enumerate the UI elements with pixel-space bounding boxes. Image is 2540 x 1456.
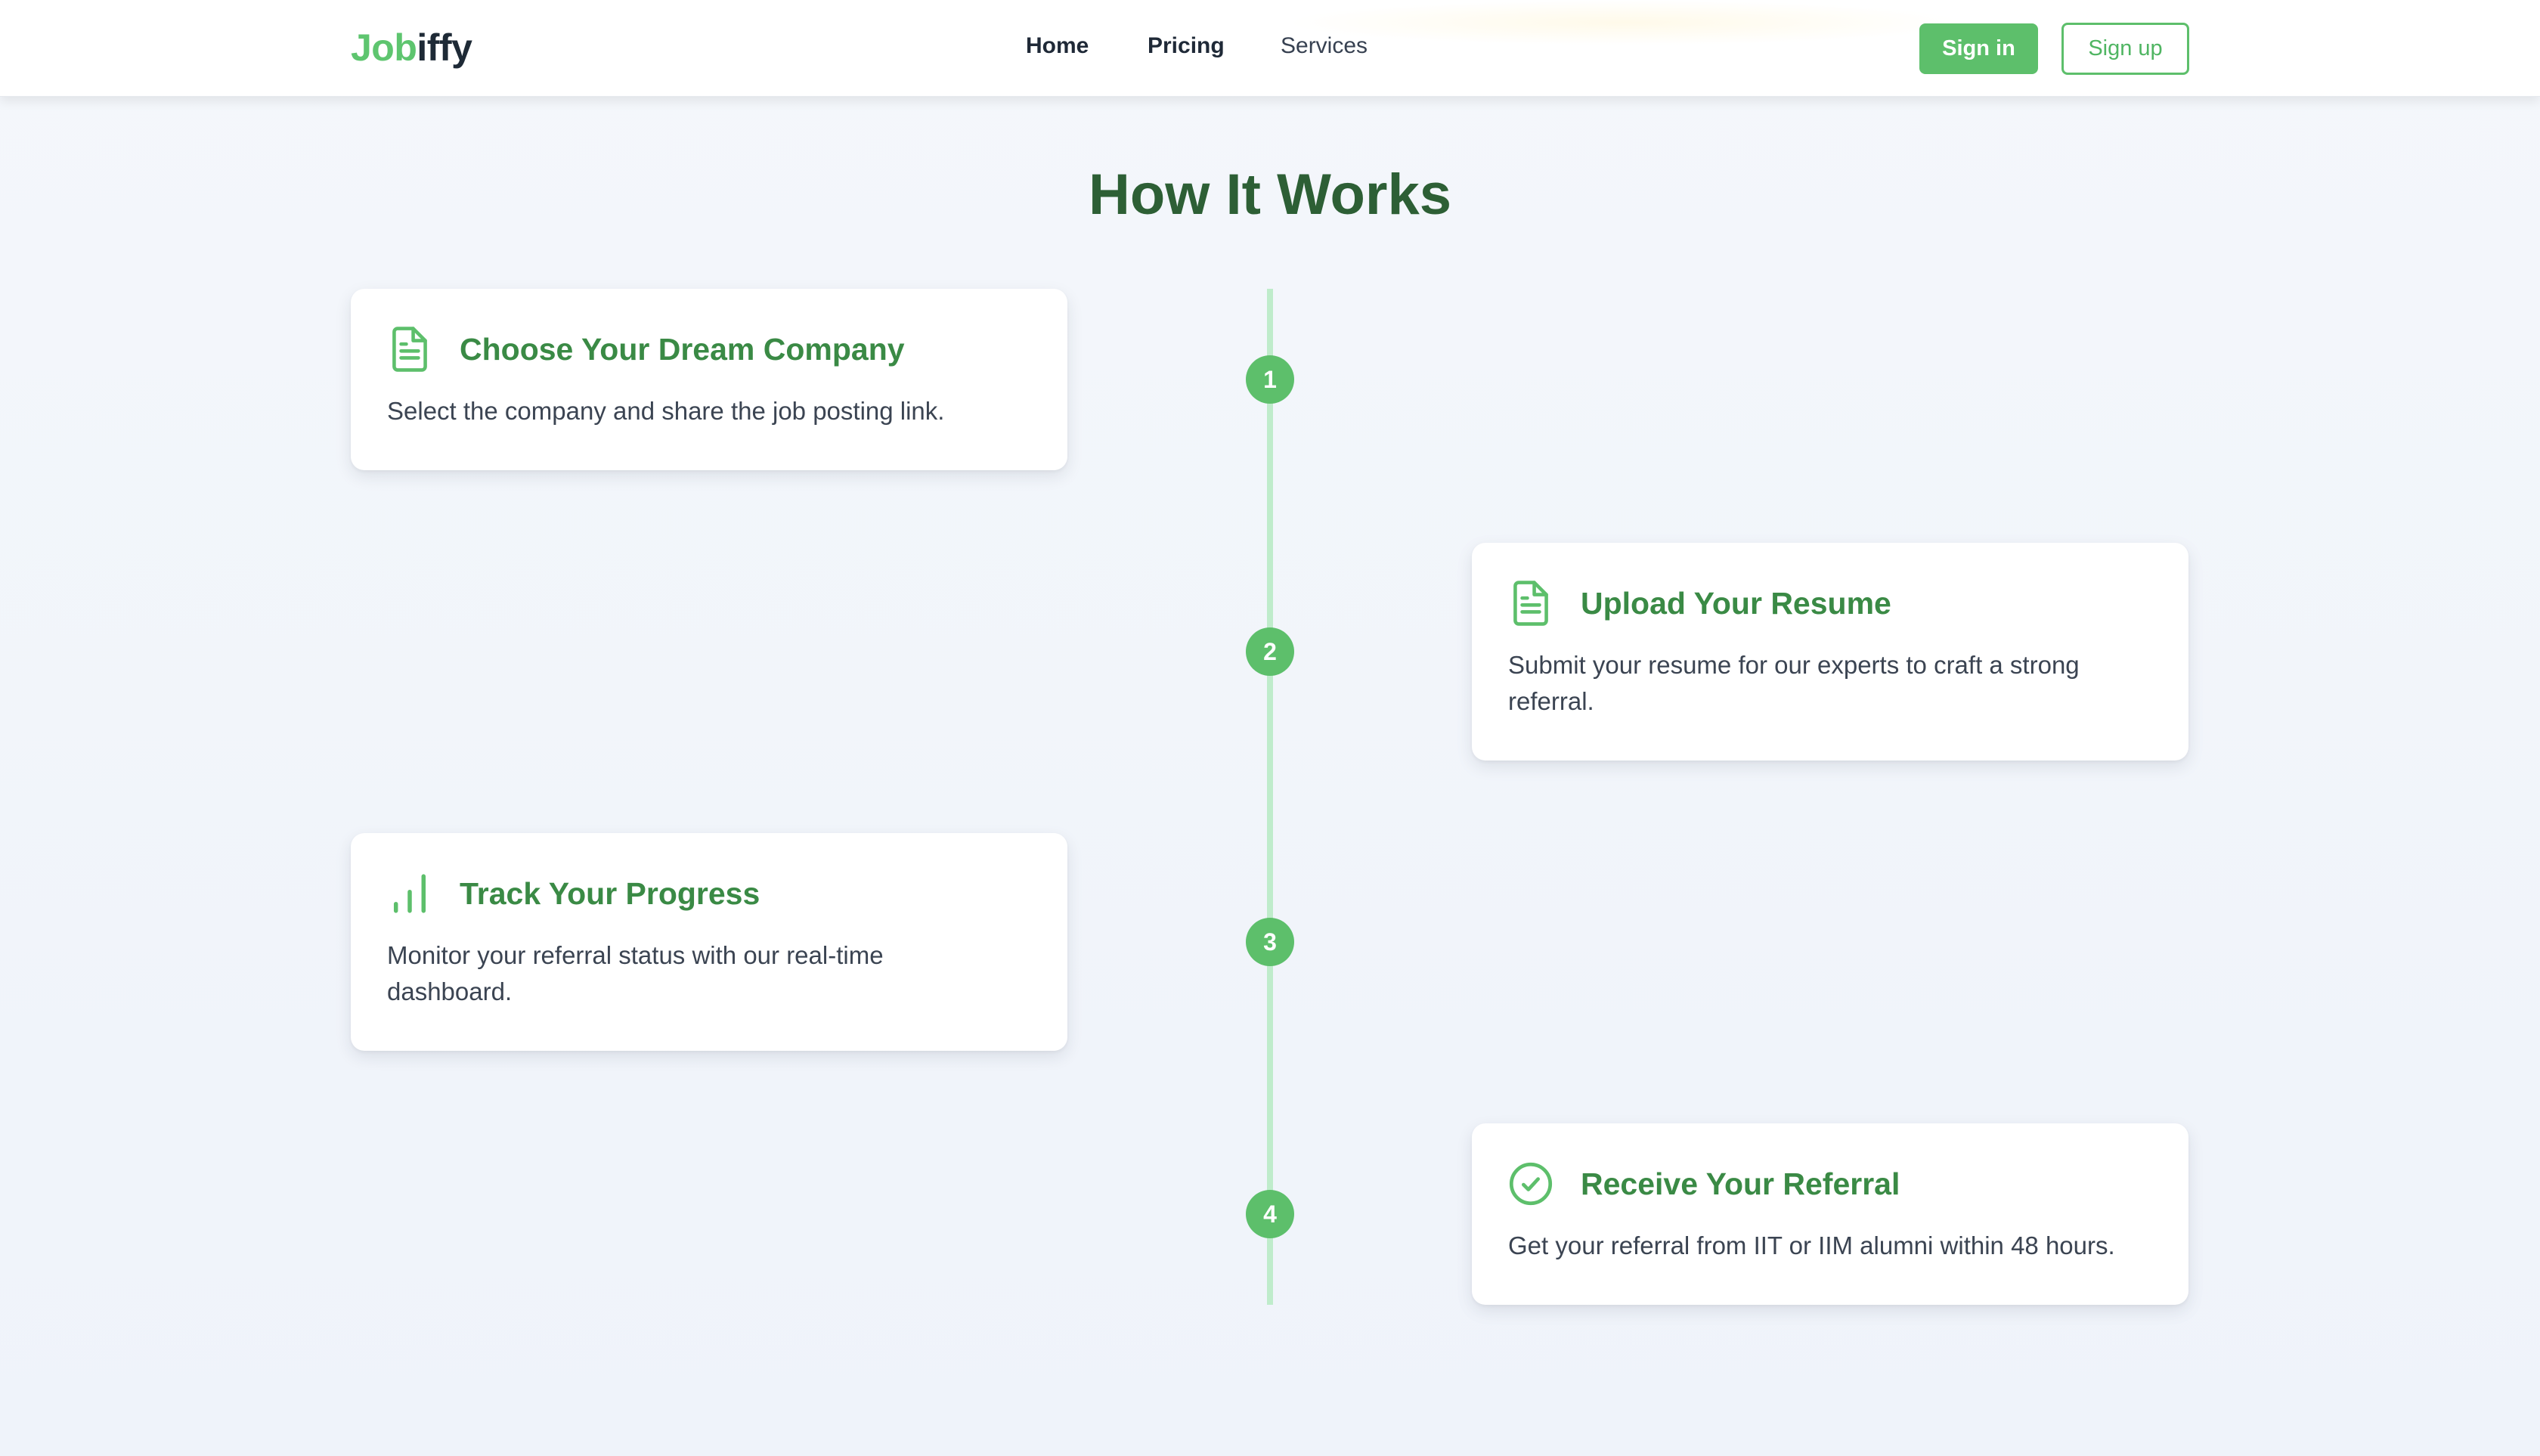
nav-home-link[interactable]: Home bbox=[1026, 33, 1089, 58]
step-description: Submit your resume for our experts to cr… bbox=[1508, 651, 2080, 715]
step-card-header: Receive Your Referral bbox=[1508, 1160, 2152, 1208]
step-2-badge: 2 bbox=[1246, 627, 1294, 676]
step-card-2: Upload Your Resume Submit your resume fo… bbox=[1472, 543, 2188, 761]
nav-pricing-link[interactable]: Pricing bbox=[1148, 33, 1225, 58]
bar-chart-icon bbox=[387, 869, 432, 918]
logo-part-1: Job bbox=[351, 26, 417, 69]
step-1-badge: 1 bbox=[1246, 355, 1294, 404]
step-card-4: Receive Your Referral Get your referral … bbox=[1472, 1123, 2188, 1305]
step-title: Upload Your Resume bbox=[1581, 585, 1891, 621]
step-description: Monitor your referral status with our re… bbox=[387, 941, 884, 1005]
step-title: Receive Your Referral bbox=[1581, 1166, 1900, 1201]
step-title: Choose Your Dream Company bbox=[460, 331, 905, 367]
sign-in-button[interactable]: Sign in bbox=[1919, 23, 2038, 74]
logo[interactable]: Jobiffy bbox=[351, 26, 472, 70]
step-card-1: Choose Your Dream Company Select the com… bbox=[351, 289, 1067, 470]
timeline-line bbox=[1267, 289, 1273, 1305]
step-card-3: Track Your Progress Monitor your referra… bbox=[351, 833, 1067, 1051]
section-title: How It Works bbox=[1089, 163, 1451, 227]
document-icon bbox=[1508, 579, 1553, 627]
check-circle-icon bbox=[1508, 1160, 1553, 1208]
step-3-badge: 3 bbox=[1246, 918, 1294, 966]
logo-part-2: iffy bbox=[417, 26, 472, 69]
main-nav: Home Pricing Services bbox=[0, 33, 2540, 64]
step-title: Track Your Progress bbox=[460, 875, 760, 911]
step-4-badge: 4 bbox=[1246, 1190, 1294, 1238]
document-icon bbox=[387, 325, 432, 373]
header-glow bbox=[1285, 0, 1965, 45]
nav-services-link[interactable]: Services bbox=[1281, 33, 1368, 58]
top-navbar: Jobiffy Home Pricing Services Sign in Si… bbox=[0, 0, 2540, 97]
step-description: Get your referral from IIT or IIM alumni… bbox=[1508, 1231, 2115, 1259]
step-card-header: Track Your Progress bbox=[387, 869, 1031, 918]
step-card-header: Upload Your Resume bbox=[1508, 579, 2152, 627]
step-description: Select the company and share the job pos… bbox=[387, 397, 945, 425]
sign-up-button[interactable]: Sign up bbox=[2061, 23, 2189, 75]
step-card-header: Choose Your Dream Company bbox=[387, 325, 1031, 373]
